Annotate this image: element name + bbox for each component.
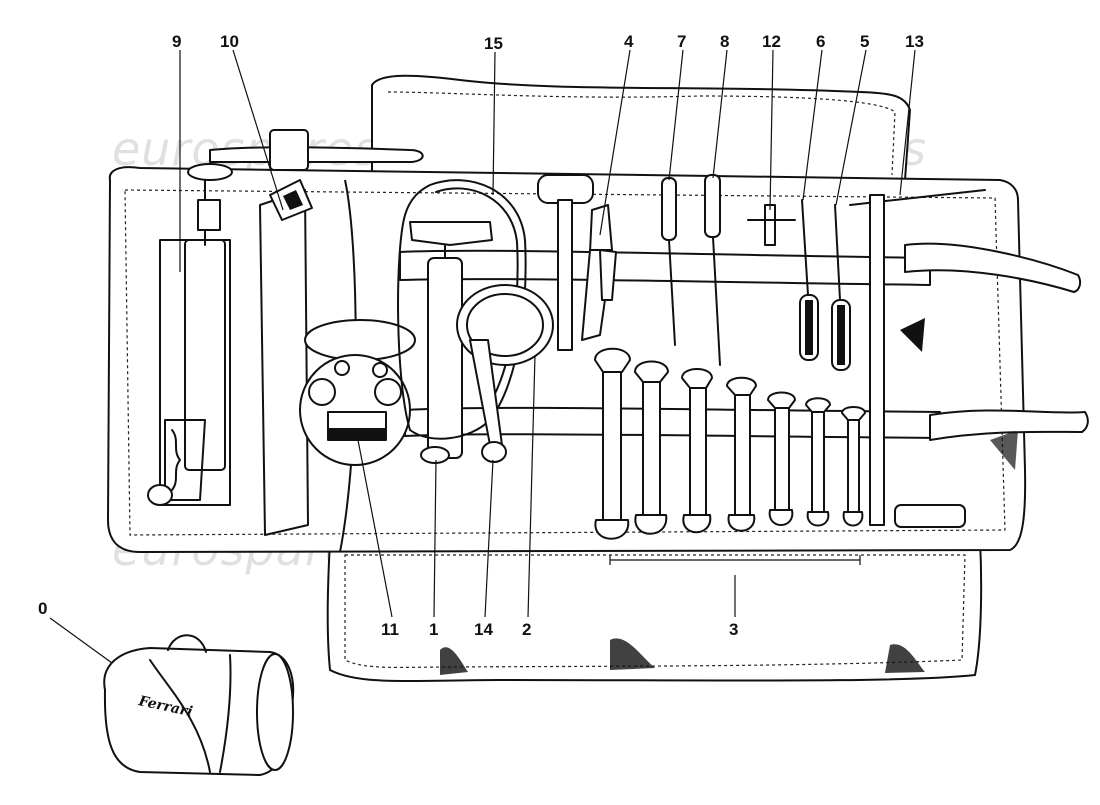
- callout-14: 14: [474, 620, 493, 639]
- callout-12: 12: [762, 32, 781, 51]
- jack-handle-tool: [259, 179, 313, 536]
- lower-tool-strap: [404, 406, 1089, 441]
- callout-labels: 9 10 15 4 7 8 12 6 5 13 11 1 14 2 3 0: [38, 32, 924, 639]
- callout-8: 8: [720, 32, 729, 51]
- socket-bar-tool: [849, 189, 986, 528]
- spanner-3: [681, 368, 713, 534]
- callout-3: 3: [729, 620, 738, 639]
- upper-tool-strap: [399, 242, 1082, 293]
- callout-4: 4: [624, 32, 634, 51]
- leader-lines: [49, 49, 916, 664]
- jack-tool: [147, 163, 233, 506]
- tool-bag: Ferrari: [103, 634, 295, 776]
- filter-wrench-tool: [456, 284, 554, 463]
- callout-2: 2: [522, 620, 531, 639]
- pliers-tool: [581, 204, 617, 341]
- callout-7: 7: [677, 32, 686, 51]
- screwdriver-8: [704, 174, 721, 366]
- fan-belt: [397, 179, 527, 440]
- callout-5: 5: [860, 32, 869, 51]
- callout-6: 6: [816, 32, 825, 51]
- callout-13: 13: [905, 32, 924, 51]
- wheel-brace-tool: [209, 129, 424, 171]
- gauge-tin: [299, 319, 416, 466]
- screwdriver-6: [799, 199, 819, 361]
- callout-10: 10: [220, 32, 239, 51]
- callout-0: 0: [38, 599, 47, 618]
- grease-gun-tool: [409, 221, 493, 464]
- spanner-5: [767, 391, 796, 526]
- spanner-2: [634, 360, 669, 535]
- callout-15: 15: [484, 34, 503, 53]
- spanner-6: [805, 397, 831, 527]
- callout-11: 11: [381, 620, 399, 639]
- hammer-tool: [537, 174, 594, 351]
- callout-9: 9: [172, 32, 181, 51]
- spanner-7: [841, 406, 866, 527]
- spanner-set: [594, 347, 866, 540]
- spanner-1: [594, 347, 631, 540]
- callout-1: 1: [429, 620, 438, 639]
- tool-roll-top-flap: [371, 74, 911, 181]
- screwdriver-5: [831, 204, 851, 371]
- screwdriver-7: [661, 177, 677, 346]
- spanner-4: [726, 376, 757, 532]
- tool-roll-bottom-flap: [326, 539, 983, 683]
